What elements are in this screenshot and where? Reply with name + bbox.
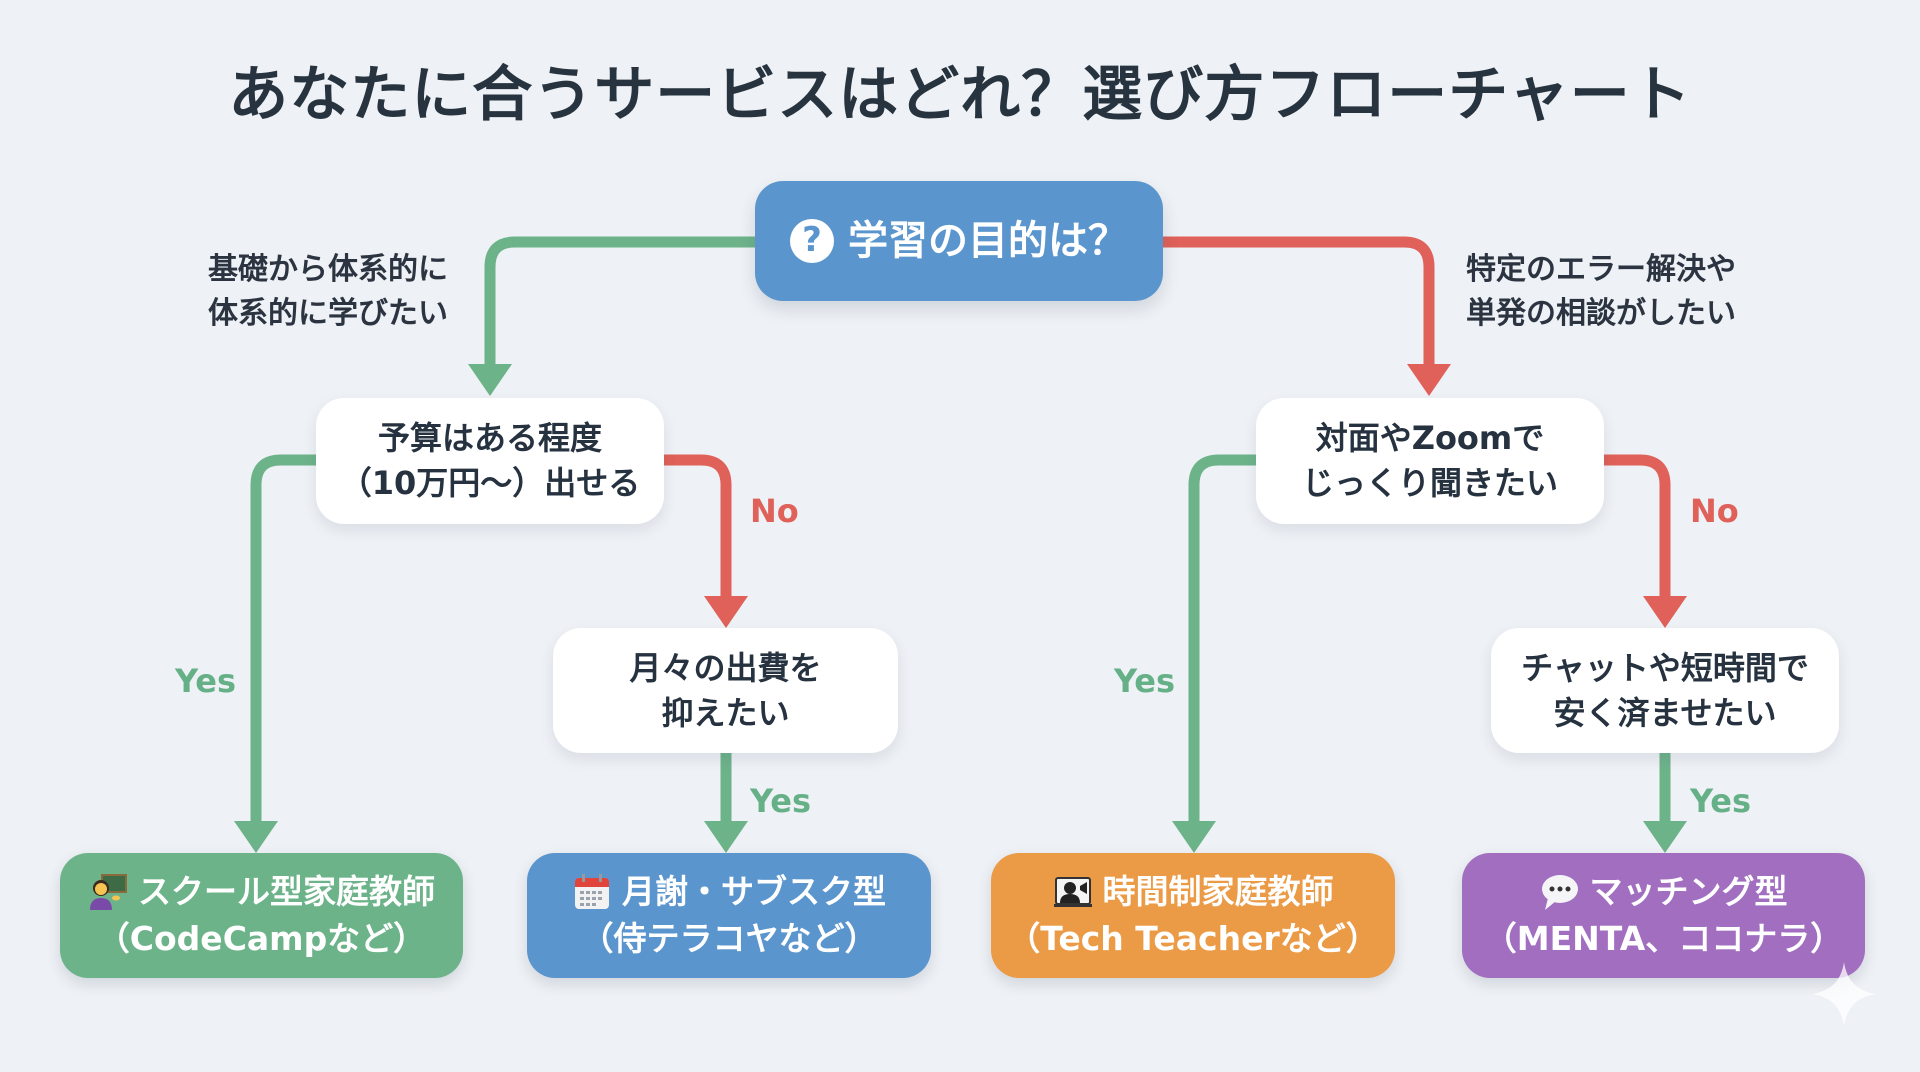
arrowhead-face xyxy=(1407,364,1451,396)
question-node-budget: 予算はある程度 （10万円〜）出せる xyxy=(316,398,664,524)
arrowhead-chat xyxy=(1643,596,1687,628)
edge-label-monthly-yes: Yes xyxy=(750,782,811,820)
arrowhead-result-matching xyxy=(1643,821,1687,853)
branch-label-right: 特定のエラー解決や 単発の相談がしたい xyxy=(1466,248,1736,335)
edge-label-face-yes: Yes xyxy=(1114,662,1175,700)
connector-root-to-face xyxy=(1163,236,1435,368)
question-chat-line1: チャットや短時間で xyxy=(1521,648,1809,687)
sparkle-icon xyxy=(1812,962,1876,1026)
branch-label-right-line1: 特定のエラー解決や xyxy=(1466,252,1736,287)
branch-label-left: 基礎から体系的に 体系的に学びたい xyxy=(208,248,448,335)
connector-budget-no xyxy=(664,454,732,600)
question-node-monthly: 月々の出費を 抑えたい xyxy=(553,628,898,753)
connector-budget-yes xyxy=(250,454,316,825)
arrowhead-budget xyxy=(468,364,512,396)
question-node-chat: チャットや短時間で 安く済ませたい xyxy=(1491,628,1839,753)
edge-label-chat-yes: Yes xyxy=(1690,782,1751,820)
connector-face-yes xyxy=(1188,454,1256,825)
question-monthly-line1: 月々の出費を xyxy=(629,648,822,687)
branch-label-left-line1: 基礎から体系的に xyxy=(208,252,448,287)
result-school-example: （CodeCampなど） xyxy=(96,918,427,958)
edge-label-face-no: No xyxy=(1690,492,1739,530)
question-circle-icon: ? xyxy=(790,219,834,263)
edge-label-budget-no: No xyxy=(750,492,799,530)
question-node-face-to-face: 対面やZoomで じっくり聞きたい xyxy=(1256,398,1604,524)
edge-label-budget-yes: Yes xyxy=(175,662,236,700)
arrowhead-monthly xyxy=(704,596,748,628)
question-budget-line2: （10万円〜）出せる xyxy=(339,464,641,502)
teacher-icon xyxy=(88,872,128,912)
result-school-title: スクール型家庭教師 xyxy=(138,872,435,912)
result-node-school-tutor: スクール型家庭教師 （CodeCampなど） xyxy=(60,853,463,978)
result-node-hourly-tutor: 時間制家庭教師 （Tech Teacherなど） xyxy=(991,853,1395,978)
calendar-icon xyxy=(572,872,612,912)
page-title: あなたに合うサービスはどれ？選び方フローチャート xyxy=(228,60,1692,130)
question-chat-line2: 安く済ませたい xyxy=(1553,693,1777,732)
result-matching-title: マッチング型 xyxy=(1589,872,1788,912)
result-subscription-example: （侍テラコヤなど） xyxy=(580,918,878,958)
result-node-subscription: 月謝・サブスク型 （侍テラコヤなど） xyxy=(527,853,931,978)
result-matching-example: （MENTA、ココナラ） xyxy=(1483,918,1844,958)
question-budget-line1: 予算はある程度 xyxy=(377,419,602,458)
root-question-label: 学習の目的は？ xyxy=(848,218,1128,264)
question-face-line1: 対面やZoomで xyxy=(1315,419,1545,458)
branch-label-left-line2: 体系的に学びたい xyxy=(208,295,448,331)
question-face-line2: じっくり聞きたい xyxy=(1301,464,1558,502)
arrowhead-result-subscription xyxy=(704,821,748,853)
result-node-matching: マッチング型 （MENTA、ココナラ） xyxy=(1462,853,1865,978)
result-hourly-title: 時間制家庭教師 xyxy=(1102,872,1334,912)
connector-root-to-budget xyxy=(484,236,755,368)
arrowhead-result-hourly xyxy=(1172,821,1216,853)
branch-label-right-line2: 単発の相談がしたい xyxy=(1466,295,1736,331)
speech-bubble-icon xyxy=(1540,872,1580,912)
arrowhead-result-school xyxy=(234,821,278,853)
result-hourly-example: （Tech Teacherなど） xyxy=(1007,918,1379,958)
question-monthly-line2: 抑えたい xyxy=(661,693,790,732)
connector-face-no xyxy=(1604,454,1671,600)
root-question-node: ? 学習の目的は？ xyxy=(755,181,1163,301)
result-subscription-title: 月謝・サブスク型 xyxy=(622,872,886,912)
video-call-icon xyxy=(1053,872,1093,912)
